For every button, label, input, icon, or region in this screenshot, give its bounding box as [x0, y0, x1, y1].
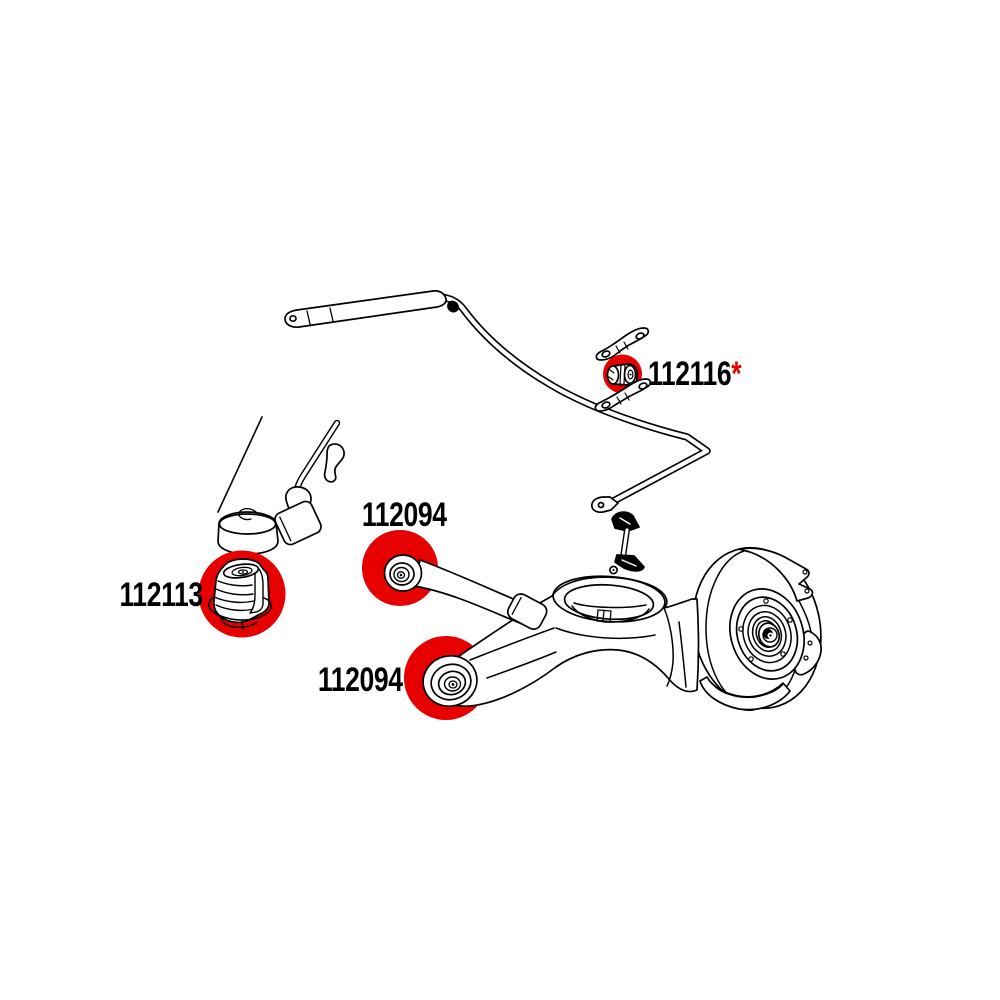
trailing-bracket — [699, 676, 791, 711]
part-number: 112116 — [648, 355, 732, 393]
sway-bar-eye-hole — [289, 314, 297, 323]
part-number: 112094 — [362, 496, 447, 534]
part-label-subframe-bushing[interactable]: 112113 — [119, 576, 204, 614]
arm-front-bushing-eye — [383, 554, 423, 592]
mount-bracket — [274, 500, 322, 546]
part-label-sway-bar-bushing[interactable]: 112116* — [648, 355, 742, 393]
sway-bar-clamp-lower — [594, 378, 652, 412]
sway-bar-clamp-upper — [595, 327, 650, 361]
plate-top-flange — [738, 547, 814, 602]
sway-bar-bushing — [606, 363, 638, 386]
arm-rear-bushing-eye — [422, 655, 478, 707]
toe-link — [383, 554, 548, 630]
part-number: 112094 — [318, 661, 403, 699]
subframe-rail — [217, 416, 345, 555]
asterisk-note: * — [731, 355, 742, 393]
subframe-bushing — [208, 558, 272, 630]
part-number: 112113 — [119, 576, 204, 614]
rail-clip — [323, 443, 345, 483]
sway-bar — [284, 290, 711, 513]
part-label-arm-front-bushing[interactable]: 112094 — [362, 498, 447, 532]
toe-link-end-bracket — [506, 593, 548, 630]
control-arm — [422, 575, 700, 708]
part-label-arm-rear-bushing[interactable]: 112094 — [318, 663, 403, 697]
spring-seat — [552, 575, 666, 623]
stabilizer-end-link — [609, 511, 645, 575]
hub-assembly — [729, 588, 805, 680]
